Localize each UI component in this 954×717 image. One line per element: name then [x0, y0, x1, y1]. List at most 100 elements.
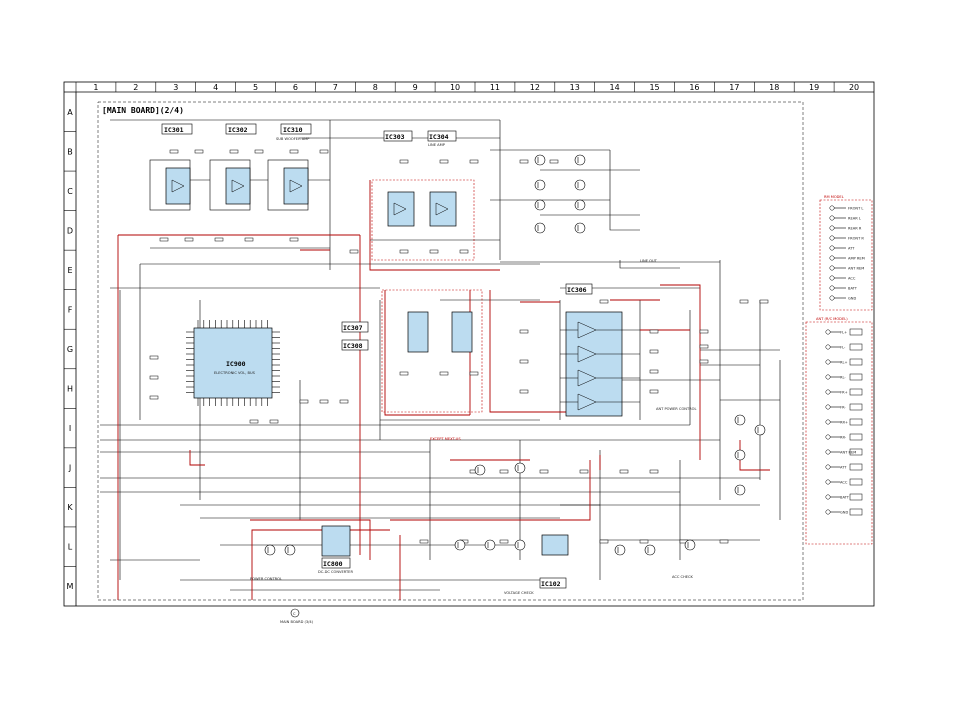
row-label: F	[68, 305, 73, 314]
ic310-label: IC310	[283, 126, 303, 134]
row-label: H	[67, 385, 73, 394]
ic102-block: IC102 VOLTAGE CHECK	[504, 534, 569, 595]
board-title: [MAIN BOARD](2/4)	[102, 106, 184, 115]
connector-a-pin-label: FRONT R	[848, 237, 864, 241]
ic303-ic304-area	[371, 179, 475, 261]
dcdc-note: DC-DC CONVERTER	[318, 570, 353, 574]
row-label: A	[67, 108, 73, 117]
connector-b-pin-label: FR+	[840, 391, 848, 395]
ic303-block: IC303	[383, 130, 415, 227]
connector-b-pin-label: RR+	[840, 421, 848, 425]
connector-b-pin-label: ATT	[840, 466, 847, 470]
column-label: 18	[769, 83, 779, 92]
row-label: M	[67, 582, 74, 591]
ic900-block: IC900 ELECTRONIC VOL, BUS	[186, 320, 280, 406]
column-label: 1	[93, 83, 98, 92]
line-out-note: LINE OUT	[640, 259, 658, 263]
row-label: L	[68, 543, 73, 552]
ic301-label: IC301	[164, 126, 184, 134]
row-label: G	[67, 345, 73, 354]
column-label: 2	[133, 83, 138, 92]
ic307-ic308-area	[381, 289, 483, 413]
connector-a-pin-label: REAR R	[848, 227, 862, 231]
column-label: 9	[413, 83, 418, 92]
ic302-block: IC302	[209, 123, 257, 211]
row-label: C	[67, 187, 73, 196]
ic900-name: ELECTRONIC VOL, BUS	[214, 371, 256, 375]
ic306-block: IC306	[560, 283, 640, 417]
sub-woofer-note: SUB WOOFER AMP	[276, 137, 310, 141]
ic302-label: IC302	[228, 126, 248, 134]
except-note: EXCEPT MEXT-US	[430, 437, 461, 441]
column-label: 10	[450, 83, 460, 92]
row-label: J	[68, 464, 71, 473]
column-label: 17	[729, 83, 739, 92]
ant-power-note: ANT POWER CONTROL	[656, 407, 697, 411]
ic900-pins	[186, 320, 280, 406]
column-label: 19	[809, 83, 819, 92]
voltage-check-note: VOLTAGE CHECK	[504, 591, 534, 595]
connector-b-pin-label: FR-	[840, 406, 846, 410]
row-label: I	[69, 424, 71, 433]
svg-text:C: C	[293, 612, 296, 616]
ant-model-label: ANT (R/C MODEL)	[816, 317, 848, 321]
ic102-label: IC102	[541, 580, 561, 588]
connector-b-pin-label: RL+	[840, 361, 848, 365]
row-label: E	[67, 266, 72, 275]
connector-b-pin-label: ACC	[840, 481, 848, 485]
ic306-amps	[560, 321, 640, 411]
connector-b-pin-label: FL-	[840, 346, 846, 350]
connector-b-pins: FL+FL-RL+RL-FR+FR-RR+RR-ANT REMATTACCBAT…	[825, 328, 863, 516]
ic307-label: IC307	[343, 324, 363, 332]
frame	[63, 81, 875, 607]
connector-a-pin-label: GND	[848, 297, 856, 301]
line-amp-note: LINE AMP	[428, 143, 446, 147]
ic310-block: IC310 SUB WOOFER AMP	[267, 123, 312, 211]
connector-b-pin-label: GND	[840, 511, 848, 515]
connector-a-pin-label: REAR L	[848, 217, 861, 221]
column-label: 7	[333, 83, 338, 92]
column-label: 5	[253, 83, 258, 92]
connector-b-pin-label: FL+	[840, 331, 847, 335]
connector-a-pin-label: ACC	[848, 277, 856, 281]
column-label: 8	[373, 83, 378, 92]
connector-b-pin-label: RR-	[840, 436, 847, 440]
connector-a-pins: FRONT L REAR L REAR R FRONT R ATT AMP REM ANT …	[829, 205, 865, 301]
power-control-note: POWER CONTROL	[250, 577, 282, 581]
components	[149, 149, 769, 556]
ic900-label: IC900	[226, 360, 246, 368]
board-outline	[97, 101, 804, 601]
ic304-block: IC304 LINE AMP	[427, 130, 457, 227]
ic307-block: IC307 IC308	[341, 311, 473, 353]
right-connector-b: ANT (R/C MODEL) FL+ FL- RL+ RL- FR+ FR- RR+ RR-…	[816, 317, 863, 516]
column-label: 15	[649, 83, 659, 92]
right-connector-box-b	[805, 321, 873, 545]
ic304-label: IC304	[429, 133, 449, 141]
column-label: 4	[213, 83, 218, 92]
wiring	[100, 119, 781, 591]
column-label: 13	[570, 83, 580, 92]
ic308-label: IC308	[343, 342, 363, 350]
connector-a-pin-label: ANT REM	[848, 267, 864, 271]
column-label: 14	[610, 83, 620, 92]
ic306-label: IC306	[567, 286, 587, 294]
connector-b-pin-label: RL-	[840, 376, 846, 380]
main-board-ref-label: MAIN BOARD (3/4)	[280, 620, 314, 624]
red-wiring	[117, 180, 770, 600]
column-label: 12	[530, 83, 540, 92]
ic800-block: IC800 DC-DC CONVERTER	[318, 525, 353, 574]
row-label: D	[67, 226, 73, 235]
column-label: 16	[689, 83, 699, 92]
ic303-label: IC303	[385, 133, 405, 141]
connector-a-pin-label: AMP REM	[848, 257, 865, 261]
column-label: 11	[490, 83, 500, 92]
acc-check-note: ACC CHECK	[672, 575, 694, 579]
connector-b-pin-label: ANT REM	[840, 451, 856, 455]
connector-a-pin-label: FRONT L	[848, 207, 863, 211]
connector-a-pin-label: BATT	[848, 287, 858, 291]
connector-a-pin-label: ATT	[848, 247, 855, 251]
